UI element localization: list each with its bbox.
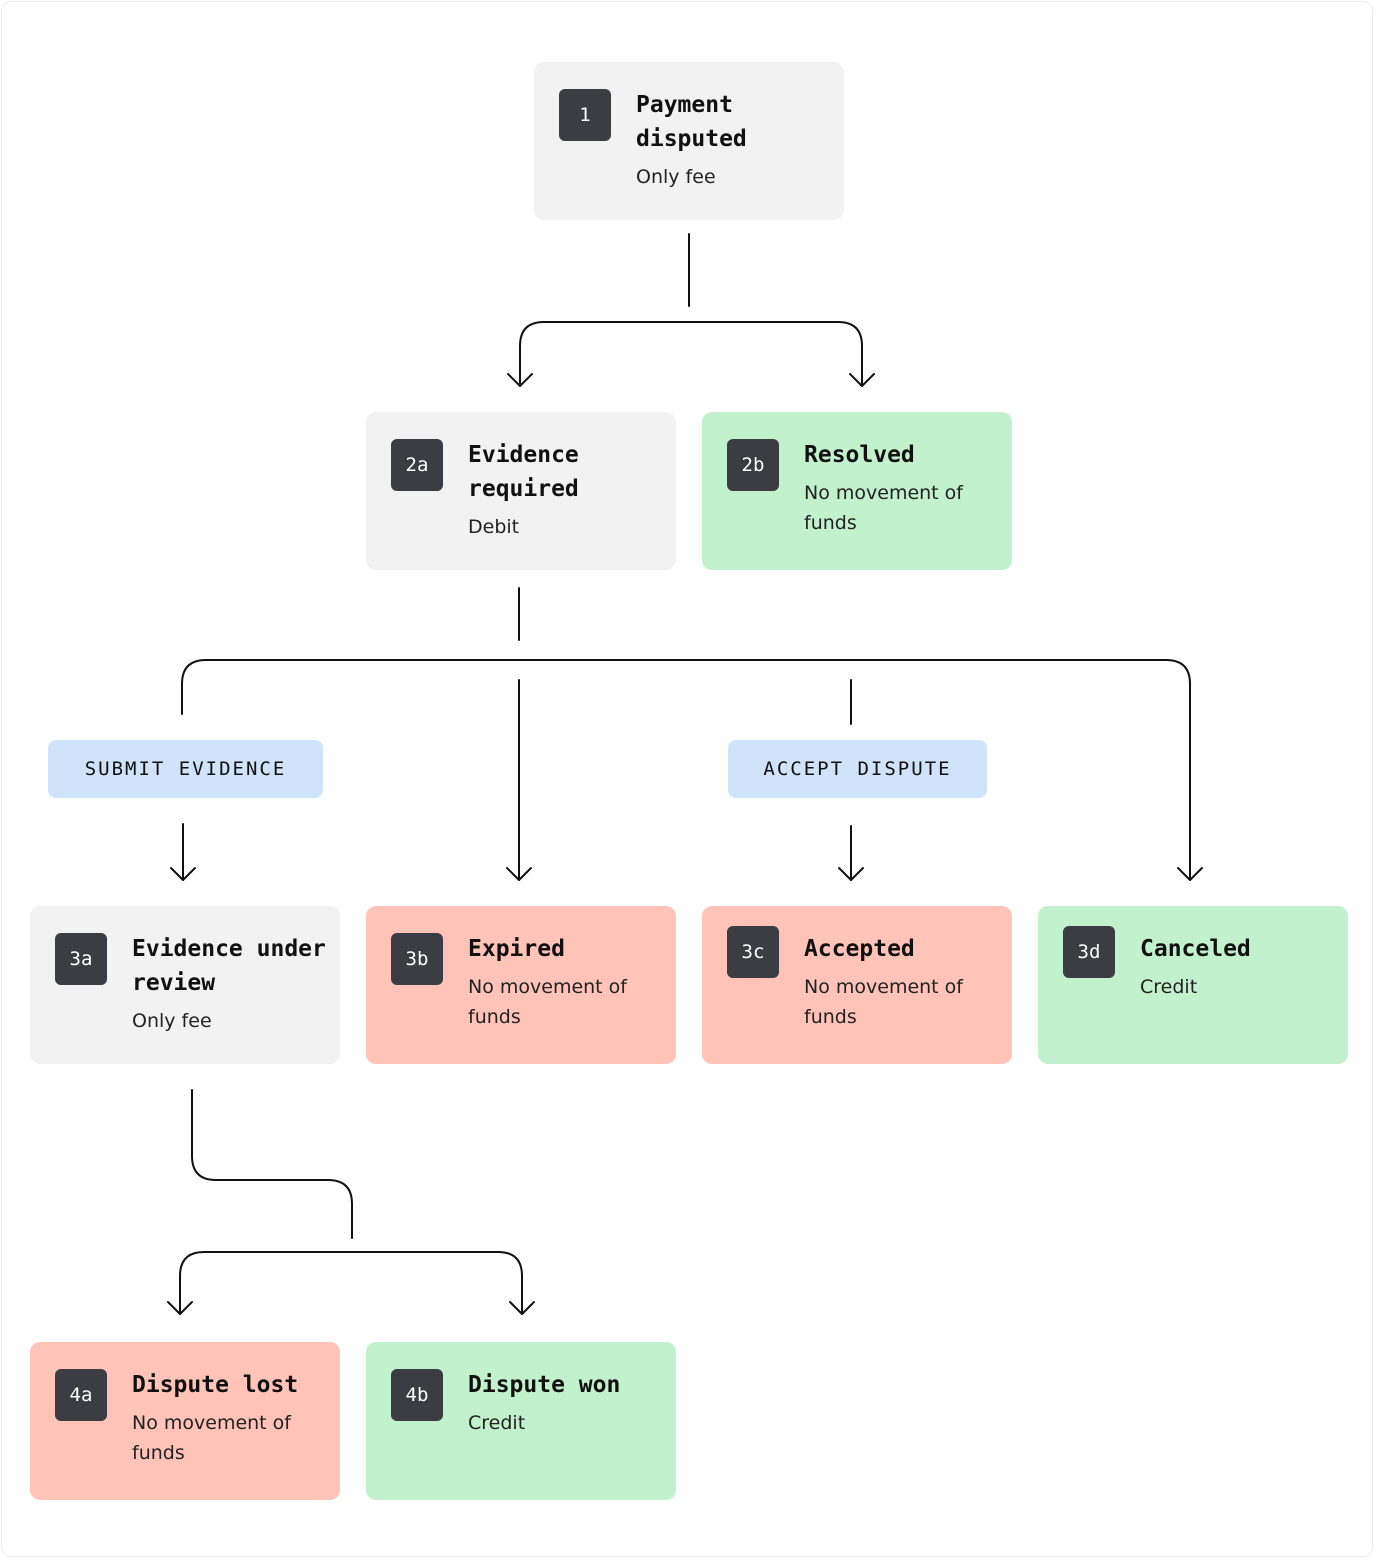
node-subtitle: No movement of funds [804, 976, 963, 1028]
node-subtitle: No movement of funds [132, 1412, 291, 1464]
node-subtitle: Debit [468, 516, 520, 538]
edge-1-to-2b [688, 321, 863, 385]
arrowhead-4a [167, 1301, 193, 1315]
node-title: Evidence under review [132, 936, 326, 996]
arrowhead-2a [507, 373, 533, 387]
arrowhead-2b [849, 373, 875, 387]
node-subtitle: Credit [468, 1412, 526, 1434]
node-dispute-won: 4b Dispute won Credit [366, 1342, 676, 1500]
step-badge: 3d [1063, 926, 1115, 978]
node-title: Resolved [804, 442, 915, 468]
step-badge: 4b [391, 1369, 443, 1421]
node-subtitle: No movement of funds [468, 976, 627, 1028]
arrowhead-3d [1177, 867, 1203, 881]
edge-3a-to-4a [179, 1251, 205, 1315]
step-badge: 1 [559, 89, 611, 141]
node-payment-disputed: 1 Payment disputed Only fee [534, 62, 844, 220]
step-badge: 3a [55, 933, 107, 985]
node-title: Dispute won [468, 1372, 621, 1398]
node-title: Evidence required [468, 442, 579, 502]
node-accepted: 3c Accepted No movement of funds [702, 906, 1012, 1064]
step-badge: 3c [727, 926, 779, 978]
arrowhead-3c [838, 867, 864, 881]
node-title: Accepted [804, 936, 915, 962]
step-badge: 2a [391, 439, 443, 491]
node-title: Canceled [1140, 936, 1251, 962]
node-subtitle: Only fee [132, 1010, 212, 1032]
node-dispute-lost: 4a Dispute lost No movement of funds [30, 1342, 340, 1500]
step-badge: 3b [391, 933, 443, 985]
node-resolved: 2b Resolved No movement of funds [702, 412, 1012, 570]
edge-3a-stem [191, 1089, 353, 1239]
arrowhead-3b [506, 867, 532, 881]
node-subtitle: Only fee [636, 166, 716, 188]
node-title: Expired [468, 936, 565, 962]
step-badge: 2b [727, 439, 779, 491]
accept-dispute-action: ACCEPT DISPUTE [728, 740, 987, 798]
arrowhead-4b [509, 1301, 535, 1315]
node-subtitle: No movement of funds [804, 482, 963, 534]
node-expired: 3b Expired No movement of funds [366, 906, 676, 1064]
submit-evidence-action: SUBMIT EVIDENCE [48, 740, 323, 798]
arrowhead-3a [170, 867, 196, 881]
step-badge: 4a [55, 1369, 107, 1421]
edge-3a-split [203, 1251, 523, 1315]
edge-1-to-2a [519, 321, 690, 385]
node-evidence-required: 2a Evidence required Debit [366, 412, 676, 570]
node-canceled: 3d Canceled Credit [1038, 906, 1348, 1064]
node-title: Payment disputed [636, 92, 747, 152]
node-evidence-under-review: 3a Evidence under review Only fee [30, 906, 340, 1064]
edge-2a-bus [181, 659, 1191, 881]
node-title: Dispute lost [132, 1372, 299, 1398]
node-subtitle: Credit [1140, 976, 1198, 998]
